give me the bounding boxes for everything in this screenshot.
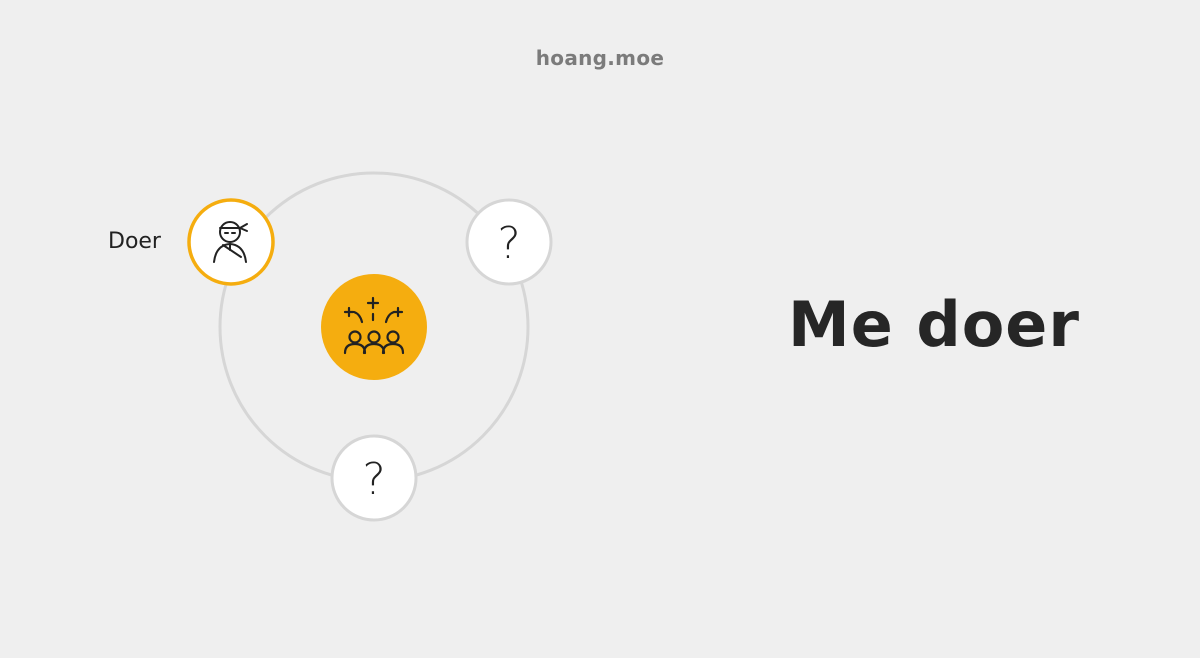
unknown-role-node-bottom: ? bbox=[330, 434, 418, 522]
question-mark-icon: ? bbox=[362, 454, 385, 505]
doer-node bbox=[187, 198, 275, 286]
doer-role-label: Doer bbox=[108, 229, 161, 254]
ninja-person-icon bbox=[213, 221, 248, 263]
headline: Me doer bbox=[788, 288, 1080, 361]
center-team-node bbox=[321, 274, 427, 380]
watermark: hoang.moe bbox=[535, 46, 665, 70]
celebrating-team-icon bbox=[343, 296, 405, 355]
unknown-role-node-right: ? bbox=[465, 198, 553, 286]
team-roles-diagram: ? ? bbox=[187, 171, 553, 522]
question-mark-icon: ? bbox=[497, 218, 520, 269]
